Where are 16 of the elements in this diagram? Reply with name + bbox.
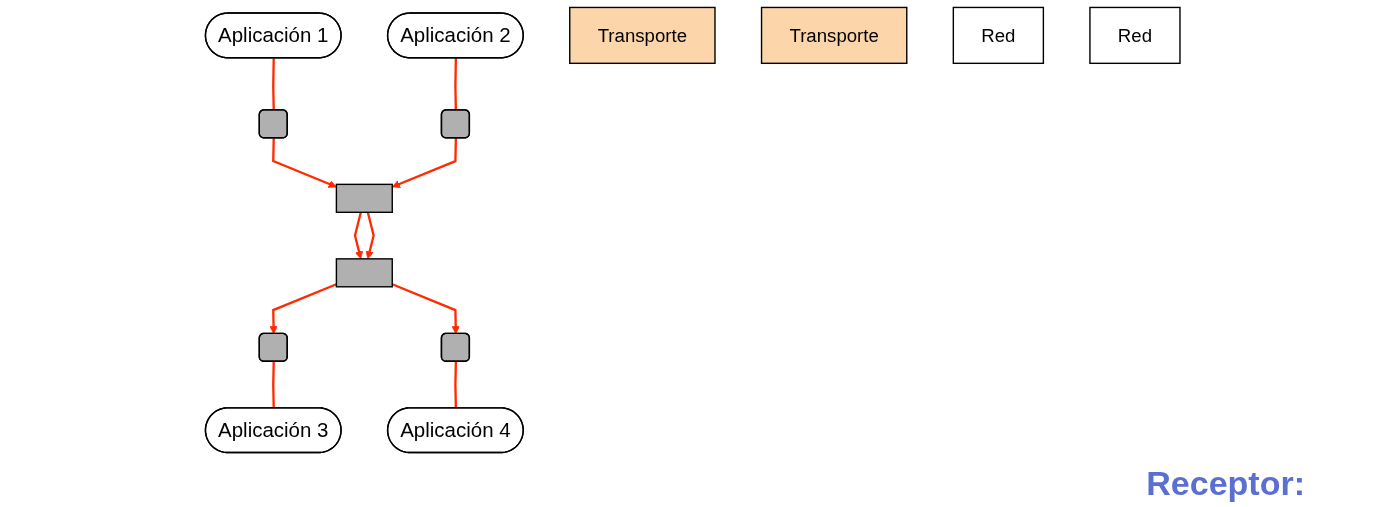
note-text: Receptor: [1146,464,1305,503]
connector [271,58,275,111]
node-box [335,258,393,288]
arrow [391,138,457,188]
arrow [353,212,363,260]
node-box: Red [952,6,1044,64]
connector [271,361,275,409]
node-box: Transporte [568,6,716,64]
node-box: Red [1089,6,1181,64]
arrow [269,283,337,335]
arrow [365,212,375,260]
node-box [335,183,393,213]
node-box: Transporte [760,6,908,64]
connector [454,361,457,409]
connector [454,58,457,111]
arrow [271,138,337,188]
